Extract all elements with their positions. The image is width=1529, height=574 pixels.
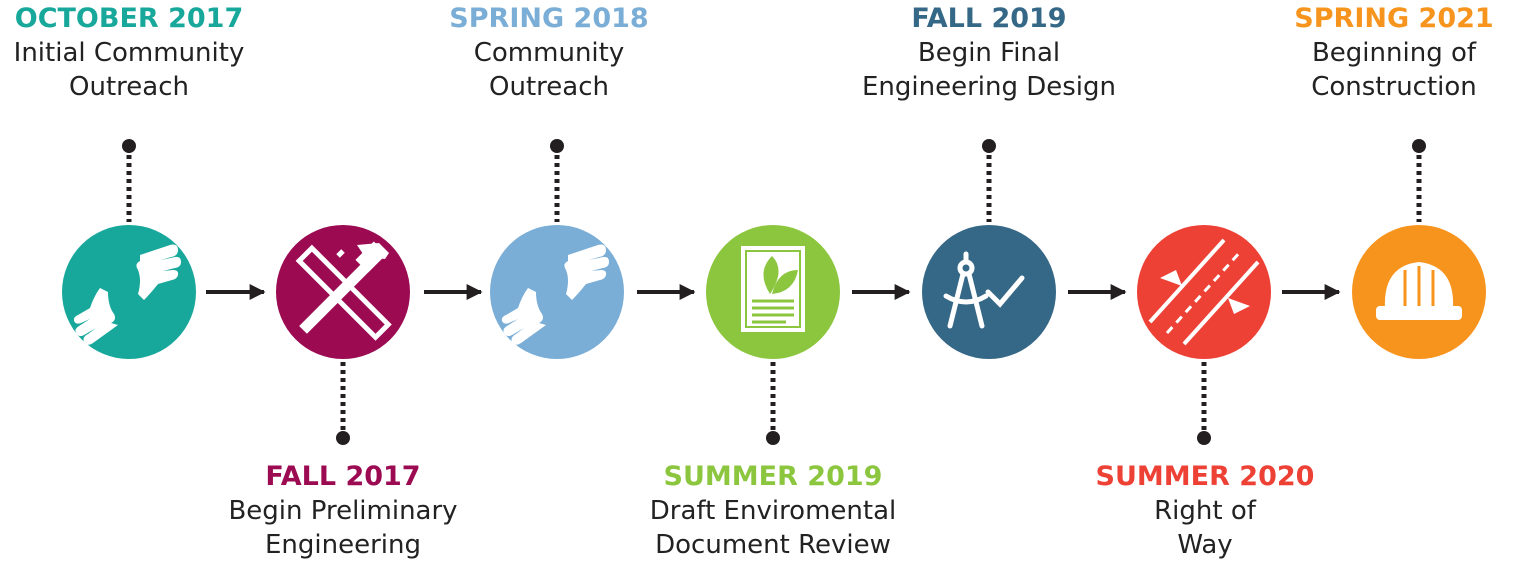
milestone-date: FALL 2019 [911,3,1067,34]
milestone-date: SUMMER 2020 [1095,461,1315,492]
milestone-date: SPRING 2021 [1294,3,1494,34]
leader-dot [1412,139,1426,153]
milestone-date: OCTOBER 2017 [14,3,244,34]
milestone-description-line1: Beginning of [1311,38,1477,68]
hard-hat-icon [1352,225,1486,359]
milestone-description-line1: Community [473,38,625,68]
milestone-circle [62,225,196,359]
milestone-description-line1: Draft Enviromental [649,496,897,526]
leader-dot [1197,431,1211,445]
hands-reaching-icon [62,225,196,359]
leader-dot [122,139,136,153]
milestone-label-4: SUMMER 2019 Draft Enviromental Document … [623,460,923,562]
milestone-label-6: SUMMER 2020 Right of Way [1055,460,1355,562]
leaf-document-icon [706,225,840,359]
hands-reaching-icon [490,225,624,359]
compass-check-icon [922,225,1056,359]
milestone-description-line1: Initial Community [13,38,245,68]
milestone-label-5: FALL 2019 Begin Final Engineering Design [839,2,1139,104]
leader-dot [550,139,564,153]
milestone-description-line1: Begin Preliminary [228,496,458,526]
leader-dots [122,139,1426,445]
milestone-description-line2: Way [1177,530,1233,560]
milestone-description-line2: Engineering Design [861,72,1117,102]
milestone-label-2: FALL 2017 Begin Preliminary Engineering [193,460,493,562]
milestone-circle [1137,225,1271,359]
milestone-label-3: SPRING 2018 Community Outreach [399,2,699,104]
milestone-circle [490,225,624,359]
milestone-date: FALL 2017 [265,461,421,492]
milestone-description-line2: Construction [1311,72,1477,102]
right-of-way-road-icon [1137,225,1271,359]
leader-dot [766,431,780,445]
milestone-description-line2: Outreach [489,72,609,102]
ruler-hammer-icon [276,225,410,359]
milestone-date: SPRING 2018 [449,3,649,34]
milestone-date: SUMMER 2019 [663,461,883,492]
leader-dot [336,431,350,445]
leader-dot [982,139,996,153]
milestone-label-7: SPRING 2021 Beginning of Construction [1259,2,1529,104]
milestone-description-line2: Document Review [655,530,891,560]
milestone-label-1: OCTOBER 2017 Initial Community Outreach [0,2,279,104]
milestone-description-line1: Begin Final [917,38,1061,68]
milestone-description-line2: Engineering [265,530,421,560]
milestone-description-line2: Outreach [69,72,189,102]
milestone-description-line1: Right of [1154,496,1256,526]
